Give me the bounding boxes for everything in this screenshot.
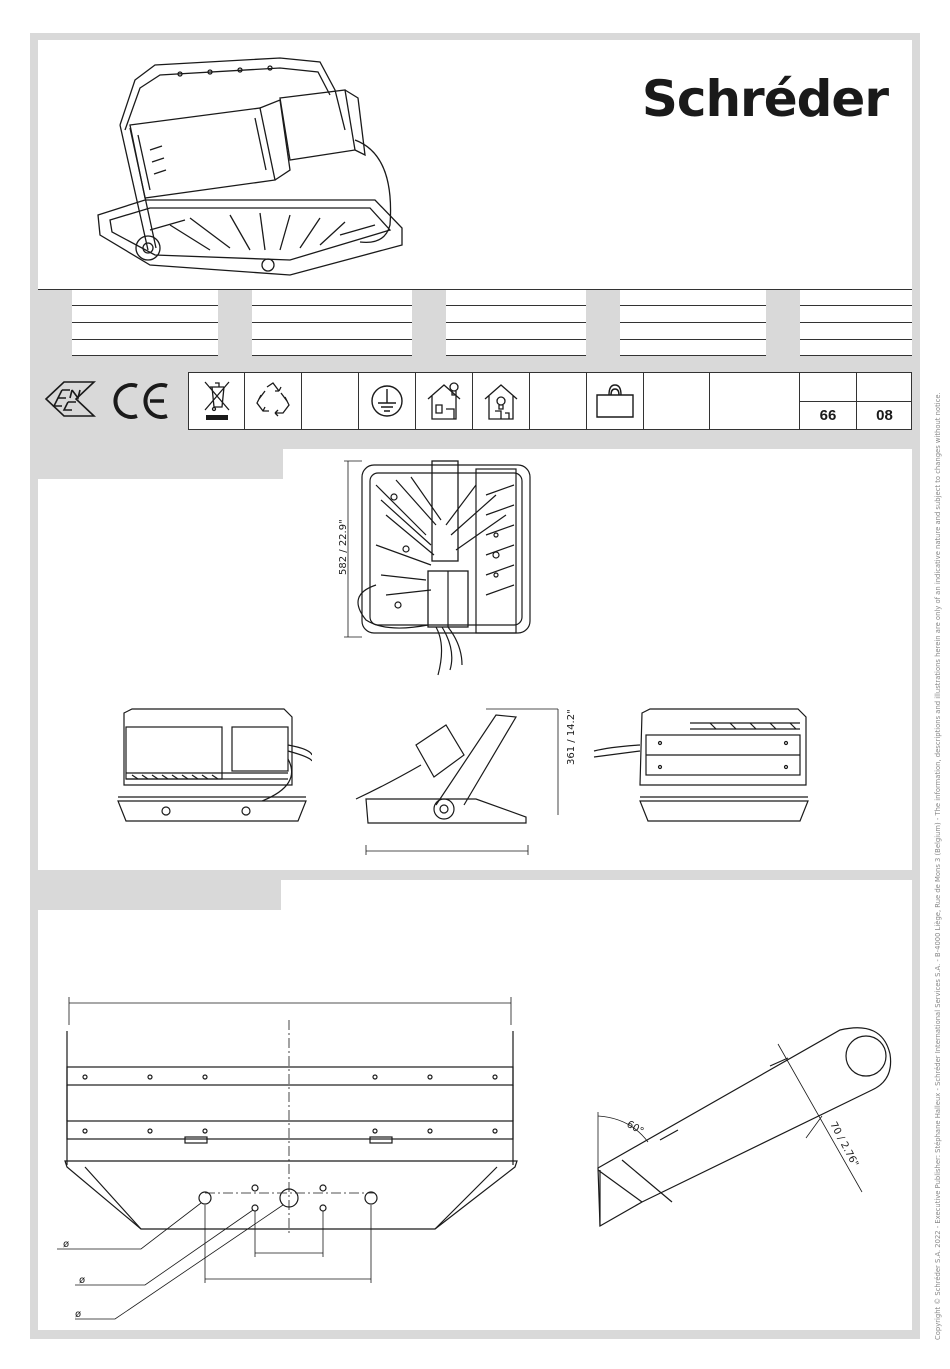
- ip-rating: 66: [799, 401, 856, 429]
- symbol-strip: 66 08: [188, 372, 912, 430]
- mounting-panel: [38, 880, 912, 1330]
- dimensions-section-tab: [38, 449, 283, 479]
- spec-row: [38, 306, 912, 323]
- indoor-cell: [416, 373, 473, 429]
- mounting-section-tab: [38, 880, 281, 910]
- spec-key-cell: [38, 290, 72, 356]
- copyright-note: Copyright © Schréder S.A. 2022 - Executi…: [928, 260, 946, 1340]
- diameter-label: ø: [63, 1239, 69, 1250]
- weight-icon: [596, 384, 634, 418]
- spec-row: [38, 323, 912, 340]
- bracket-width-label: 70 / 2.76": [827, 1120, 860, 1169]
- front-view-drawing: [117, 708, 312, 822]
- weee-cell: [189, 373, 245, 429]
- ce-mark-icon: [113, 383, 168, 419]
- weee-bin-icon: [204, 381, 229, 420]
- earth-class-icon: [371, 385, 403, 417]
- spec-row: [38, 340, 912, 356]
- product-header-panel: [38, 40, 912, 289]
- bracket-side-drawing: 60° 70 / 2.76": [597, 1027, 892, 1228]
- spec-key-cell: [218, 290, 252, 356]
- spec-row: [38, 290, 912, 306]
- plan-view-drawing: 582 / 22.9": [338, 460, 531, 676]
- brand-logo: Schréder: [641, 70, 889, 128]
- rear-view-drawing: [593, 708, 809, 822]
- product-isometric-drawing: [97, 57, 403, 276]
- spec-key-cell: [412, 290, 446, 356]
- spec-table: [38, 289, 912, 356]
- side-view-drawing: 361 / 14.2": [355, 708, 577, 855]
- blank-cell: [710, 373, 799, 429]
- earth-cell: [359, 373, 416, 429]
- weight-cell: [587, 373, 644, 429]
- spec-key-cell: [766, 290, 800, 356]
- recycle-icon: [256, 382, 290, 417]
- indoor-lamp-icon: [427, 382, 461, 420]
- indoor-lamp-icon: [484, 384, 518, 420]
- bracket-front-drawing: ø ø ø: [57, 997, 518, 1320]
- diameter-label: ø: [75, 1309, 81, 1320]
- ip-label-cell: [799, 373, 856, 401]
- blank-cell: [530, 373, 587, 429]
- ik-label-cell: [856, 373, 912, 401]
- spec-key-cell: [586, 290, 620, 356]
- recycle-cell: [245, 373, 302, 429]
- enec-mark-icon: [44, 381, 97, 417]
- diameter-label: ø: [79, 1275, 85, 1286]
- plan-height-label: 582 / 22.9": [338, 519, 349, 575]
- indoor-cell: [473, 373, 530, 429]
- side-height-label: 361 / 14.2": [566, 709, 577, 765]
- ik-rating: 08: [856, 401, 912, 429]
- blank-cell: [302, 373, 359, 429]
- copyright-text: Copyright © Schréder S.A. 2022 - Executi…: [934, 392, 942, 1340]
- dimensions-panel: [38, 449, 912, 870]
- blank-cell: [644, 373, 710, 429]
